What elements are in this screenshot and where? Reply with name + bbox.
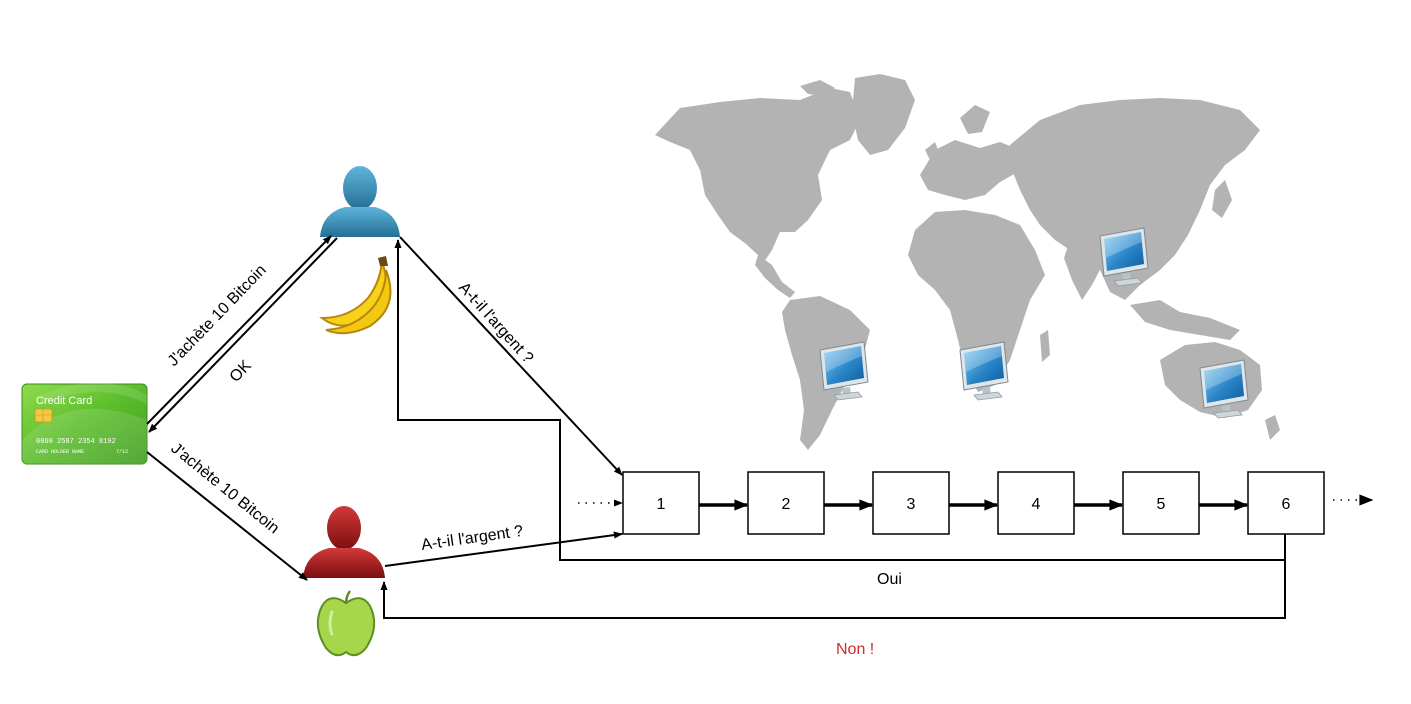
block-box bbox=[997, 471, 1075, 535]
apple-icon bbox=[316, 590, 376, 657]
label-yes: Oui bbox=[877, 571, 902, 588]
computer-monitor-icon bbox=[959, 341, 1009, 401]
block-label: 4 bbox=[1032, 496, 1041, 513]
label-ok: OK bbox=[227, 357, 256, 386]
label-no: Non ! bbox=[836, 641, 874, 658]
label-ask-top: A-t-il l'argent ? bbox=[455, 279, 536, 367]
credit-card-icon: Credit Card 0060 2587 2354 8192 CARD HOL… bbox=[21, 382, 148, 465]
card-title: Credit Card bbox=[36, 395, 92, 407]
block-box bbox=[622, 471, 700, 535]
arrow-ask-top bbox=[399, 236, 623, 476]
arrow-no bbox=[380, 534, 1286, 619]
card-holder: CARD HOLDER NAME bbox=[36, 449, 84, 455]
card-number: 0060 2587 2354 8192 bbox=[36, 438, 116, 446]
computer-monitor-icon bbox=[1099, 227, 1149, 287]
arrow-ok bbox=[148, 237, 338, 433]
label-buy-bottom: J'achète 10 Bitcoin bbox=[167, 440, 282, 537]
block-label: 3 bbox=[907, 496, 916, 513]
block-label: 5 bbox=[1157, 496, 1166, 513]
block-label: 1 bbox=[657, 496, 666, 513]
block-1: 1 bbox=[622, 471, 700, 535]
block-5: 5 bbox=[1122, 471, 1200, 535]
arrow-yes bbox=[394, 239, 1285, 561]
block-box bbox=[747, 471, 825, 535]
person-red-icon bbox=[303, 506, 385, 578]
block-4: 4 bbox=[997, 471, 1075, 535]
block-label: 6 bbox=[1282, 496, 1291, 513]
arrow-buy-top bbox=[146, 235, 332, 425]
blockchain: 1 2 3 4 5 6 bbox=[622, 471, 1325, 535]
block-box bbox=[1122, 471, 1200, 535]
arrow-buy-bottom bbox=[146, 451, 308, 581]
block-box bbox=[872, 471, 950, 535]
card-expiry: 7/12 bbox=[116, 449, 128, 455]
block-6: 6 bbox=[1247, 471, 1325, 535]
block-label: 2 bbox=[782, 496, 791, 513]
block-2: 2 bbox=[747, 471, 825, 535]
computer-monitor-icon bbox=[1199, 359, 1249, 419]
connectors bbox=[146, 235, 1286, 619]
arrow-ask-bottom bbox=[384, 531, 623, 567]
computer-monitor-icon bbox=[819, 341, 869, 401]
person-blue-icon bbox=[320, 166, 400, 237]
block-box bbox=[1247, 471, 1325, 535]
world-map bbox=[655, 74, 1280, 450]
block-3: 3 bbox=[872, 471, 950, 535]
banana-icon bbox=[319, 256, 392, 335]
